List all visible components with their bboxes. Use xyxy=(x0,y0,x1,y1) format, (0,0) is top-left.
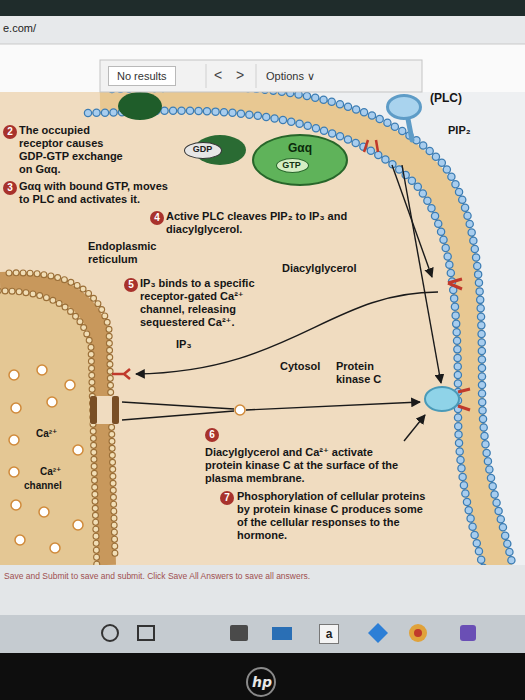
find-divider xyxy=(256,64,257,88)
callout-number: 2 xyxy=(3,125,17,139)
callout-number: 3 xyxy=(3,181,17,195)
find-status: No results xyxy=(108,66,176,86)
page-footer-text: Save and Submit to save and submit. Clic… xyxy=(4,571,434,582)
receptor-marker xyxy=(112,369,130,379)
nucleotide-oval: GTP xyxy=(276,158,309,173)
enzyme-anchor xyxy=(408,119,412,140)
cell-illustration xyxy=(0,92,525,565)
node-text: GDP xyxy=(193,144,213,155)
membrane-heads xyxy=(88,111,488,565)
molecule-label: IP₃ xyxy=(176,338,191,351)
plasma-membrane xyxy=(100,99,500,565)
kinase-blob: Protein kinase C xyxy=(336,358,462,414)
address-text: e.com/ xyxy=(3,22,36,35)
next-button: > xyxy=(236,67,244,83)
prev-button: < xyxy=(214,67,222,83)
node-text: (PLC) xyxy=(430,92,462,105)
page-top xyxy=(0,44,525,92)
find-divider xyxy=(206,64,207,88)
taskbar-icons xyxy=(102,623,476,643)
channel-pore xyxy=(90,396,120,424)
step-text: The occupied receptor causes GDP-GTP exc… xyxy=(19,124,123,176)
organelle-label: Endoplasmic reticulum xyxy=(88,240,200,266)
channel-label: channel xyxy=(24,480,62,492)
receptor xyxy=(118,92,162,120)
step-text: Gαq with bound GTP, moves to PLC and act… xyxy=(19,180,171,206)
protein-shape xyxy=(386,94,422,120)
step-text: Active PLC cleaves PIP₂ to IP₃ and diacy… xyxy=(166,210,356,236)
step-text: Diacylglycerol and Ca²⁺ activate protein… xyxy=(205,446,410,485)
pathway-arrows xyxy=(122,165,441,441)
lipid-marker xyxy=(364,140,378,152)
page-bottom xyxy=(0,565,525,615)
logo-ring xyxy=(247,668,275,696)
node-text: GTP xyxy=(282,160,301,171)
channel-protein xyxy=(90,396,97,424)
callout-number: 4 xyxy=(150,211,164,225)
find-bar xyxy=(100,60,422,92)
step-text: Phosphorylation of cellular proteins by … xyxy=(237,490,427,542)
g-protein-ellipse: GαqGTP xyxy=(252,134,348,186)
protein-shape xyxy=(424,386,460,412)
lipid-label: PIP₂ xyxy=(448,124,471,137)
callout-number: 5 xyxy=(124,278,138,292)
region-label: Cytosol xyxy=(280,360,320,373)
callout-number: 7 xyxy=(220,491,234,505)
nucleotide-oval: GDP xyxy=(184,142,222,159)
brand-logo: hp xyxy=(252,674,272,690)
node-text: Protein kinase C xyxy=(336,360,410,386)
taskbar xyxy=(0,615,525,653)
callout-number: 6 xyxy=(205,428,219,442)
separator xyxy=(0,44,525,45)
node-text: Gαq xyxy=(288,142,312,155)
er-membrane-heads xyxy=(0,291,97,565)
options-menu: Options ∨ xyxy=(266,69,315,83)
molecule-label: Diacylglycerol xyxy=(282,262,357,275)
top-bezel xyxy=(0,0,525,16)
ion-label: Ca²⁺ xyxy=(36,428,57,440)
step-text: IP₃ binds to a specific receptor-gated C… xyxy=(140,277,268,329)
app-icon: a xyxy=(319,624,339,644)
enzyme-blob: (PLC) xyxy=(386,90,466,120)
ion-label: Ca²⁺ xyxy=(40,466,61,478)
lipid-marker xyxy=(448,279,462,289)
address-bar xyxy=(0,16,525,44)
membrane-heads xyxy=(112,92,512,563)
channel-protein xyxy=(112,396,119,424)
